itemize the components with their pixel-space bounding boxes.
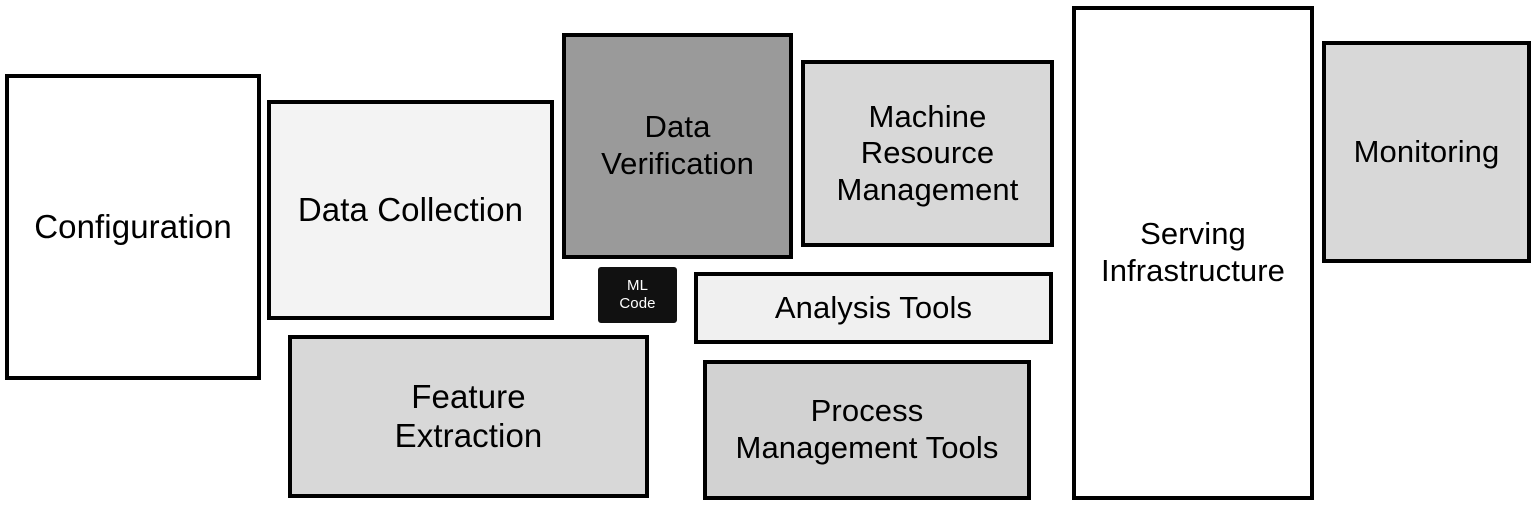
diagram-box-machine-resource-management[interactable]: Machine Resource Management <box>801 60 1054 247</box>
diagram-box-feature-extraction-label: Feature Extraction <box>394 377 543 454</box>
diagram-box-machine-resource-management-label: Machine Resource Management <box>836 98 1019 207</box>
diagram-box-configuration[interactable]: Configuration <box>5 74 261 380</box>
diagram-box-ml-code[interactable]: ML Code <box>598 267 677 323</box>
diagram-box-serving-infrastructure-label: Serving Infrastructure <box>1100 216 1286 288</box>
diagram-box-monitoring[interactable]: Monitoring <box>1322 41 1531 263</box>
diagram-box-process-management-tools-label: Process Management Tools <box>735 393 999 465</box>
diagram-box-data-verification-label: Data Verification <box>601 109 754 181</box>
diagram-box-ml-code-label: ML Code <box>619 277 656 312</box>
diagram-box-serving-infrastructure[interactable]: Serving Infrastructure <box>1072 6 1314 500</box>
diagram-box-data-collection-label: Data Collection <box>297 190 524 228</box>
diagram-box-configuration-label: Configuration <box>34 207 232 245</box>
diagram-box-data-verification[interactable]: Data Verification <box>562 33 793 259</box>
diagram-box-analysis-tools-label: Analysis Tools <box>774 289 973 325</box>
diagram-box-analysis-tools[interactable]: Analysis Tools <box>694 272 1053 344</box>
diagram-box-monitoring-label: Monitoring <box>1353 133 1500 169</box>
diagram-box-feature-extraction[interactable]: Feature Extraction <box>288 335 649 498</box>
diagram-box-data-collection[interactable]: Data Collection <box>267 100 554 320</box>
diagram-box-process-management-tools[interactable]: Process Management Tools <box>703 360 1031 500</box>
